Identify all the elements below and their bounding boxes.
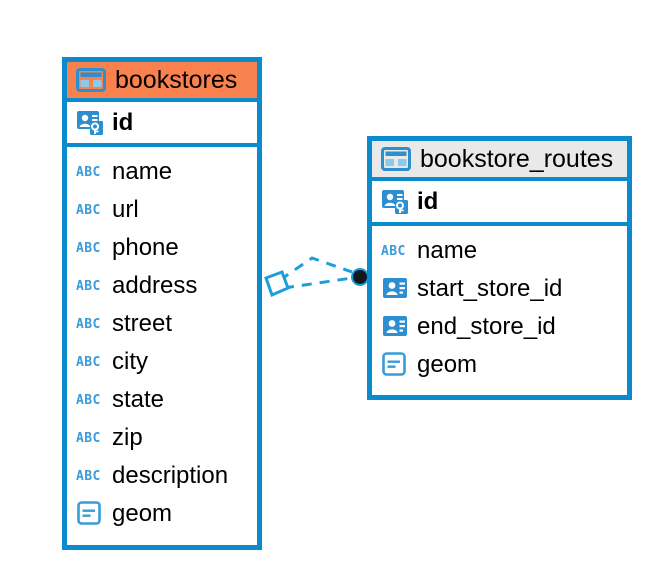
field-row-city[interactable]: ABC city [67,342,257,380]
table-grid-icon [76,68,106,93]
field-label-description: description [112,461,229,489]
svg-text:ABC: ABC [381,244,406,259]
field-row-phone[interactable]: ABC phone [67,228,257,266]
field-row-primary-key[interactable]: id [67,98,257,148]
abc-icon: ABC [76,310,104,336]
field-row-name[interactable]: ABC name [372,231,627,269]
entity-title-bookstores: bookstores [115,66,238,94]
field-label-start-store-id: start_store_id [417,274,563,302]
abc-icon: ABC [76,424,104,450]
fk-card-icon [381,274,409,302]
field-label-geom: geom [417,350,478,378]
geom-icon [76,500,104,526]
entity-header-bookstores[interactable]: bookstores [67,62,257,99]
field-label-id: id [417,187,439,215]
svg-text:ABC: ABC [76,317,101,332]
svg-text:ABC: ABC [76,279,101,294]
field-row-state[interactable]: ABC state [67,380,257,418]
field-label-url: url [112,195,139,223]
abc-icon: ABC [76,386,104,412]
svg-text:ABC: ABC [76,203,101,218]
circle-marker-icon [353,270,367,284]
field-row-geom[interactable]: geom [372,345,627,383]
field-label-address: address [112,271,198,299]
field-row-zip[interactable]: ABC zip [67,418,257,456]
field-label-name: name [417,236,478,264]
svg-text:ABC: ABC [76,241,101,256]
field-row-geom[interactable]: geom [67,494,257,532]
abc-icon: ABC [76,272,104,298]
field-label-street: street [112,309,173,337]
abc-icon: ABC [76,234,104,260]
svg-text:ABC: ABC [76,393,101,408]
abc-icon: ABC [76,196,104,222]
entity-title-bookstore-routes: bookstore_routes [420,145,614,173]
svg-text:ABC: ABC [76,469,101,484]
fk-card-icon [381,312,409,340]
field-label-name: name [112,157,173,185]
relationship-line-lower [283,276,353,290]
field-row-primary-key[interactable]: id [372,177,627,227]
field-label-id: id [112,108,134,136]
field-row-address[interactable]: ABC address [67,266,257,304]
geom-icon [381,351,409,377]
abc-icon: ABC [381,237,409,263]
field-label-state: state [112,385,165,413]
key-card-icon [76,108,104,136]
abc-icon: ABC [76,348,104,374]
svg-text:ABC: ABC [76,431,101,446]
field-row-url[interactable]: ABC url [67,190,257,228]
field-row-name[interactable]: ABC name [67,152,257,190]
svg-text:ABC: ABC [76,165,101,180]
field-row-start-store-id[interactable]: start_store_id [372,269,627,307]
abc-icon: ABC [76,462,104,488]
field-row-end-store-id[interactable]: end_store_id [372,307,627,345]
field-row-description[interactable]: ABC description [67,456,257,494]
field-label-geom: geom [112,499,173,527]
rhombus-marker-icon [264,270,290,298]
key-card-icon [381,187,409,215]
entity-header-bookstore-routes[interactable]: bookstore_routes [372,141,627,178]
field-label-phone: phone [112,233,179,261]
field-label-city: city [112,347,148,375]
relationship-line-upper [279,256,353,282]
field-label-end-store-id: end_store_id [417,312,556,340]
abc-icon: ABC [76,158,104,184]
field-label-zip: zip [112,423,143,451]
field-row-street[interactable]: ABC street [67,304,257,342]
table-grid-icon [381,147,411,172]
svg-text:ABC: ABC [76,355,101,370]
